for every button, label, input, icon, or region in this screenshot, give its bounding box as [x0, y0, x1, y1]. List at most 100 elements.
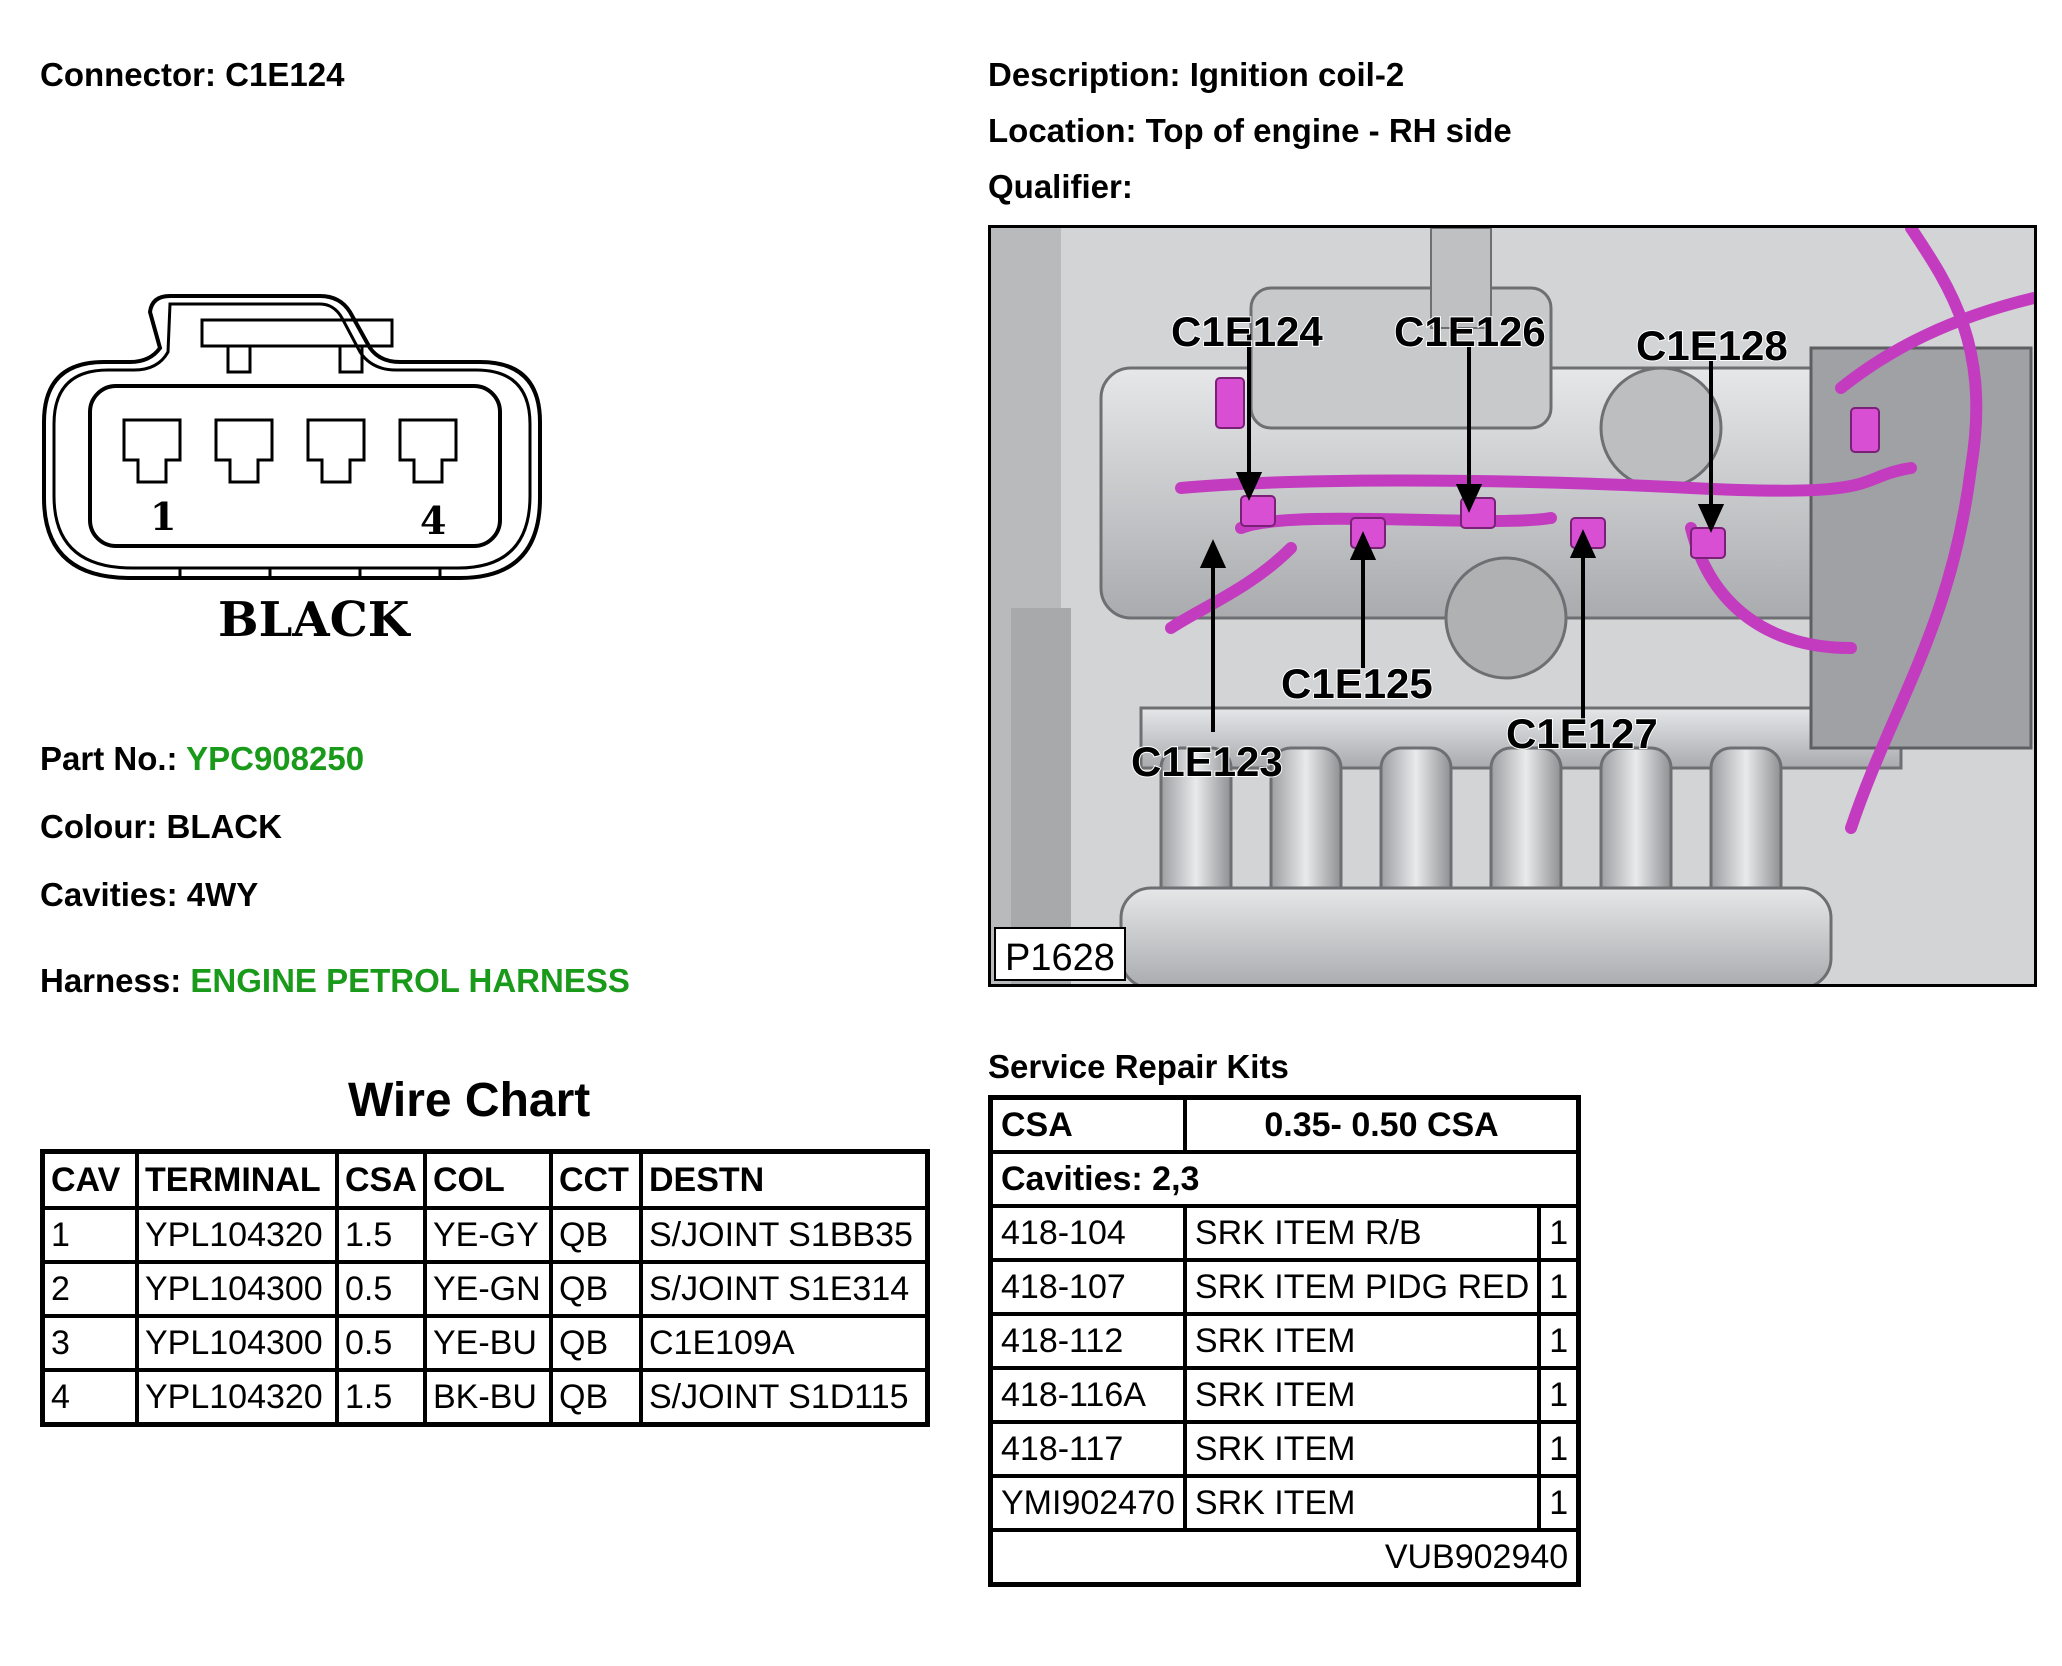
cell-cct: QB [549, 1314, 643, 1372]
pin-number-last: 4 [420, 498, 446, 543]
col-header-col: COL [423, 1149, 553, 1210]
srk-kit-code: VUB902940 [988, 1528, 1581, 1587]
srk-kit-description: SRK ITEM [1182, 1366, 1542, 1424]
qualifier-line: Qualifier: [988, 168, 1133, 206]
callout-c1e126: C1E126 [1394, 308, 1546, 355]
srk-kit-qty: 1 [1537, 1204, 1581, 1262]
srk-kit-number: 418-116A [988, 1366, 1187, 1424]
part-number-link[interactable]: YPC908250 [186, 740, 365, 777]
cell-destn: S/JOINT S1BB35 [639, 1206, 930, 1264]
table-row: 4 YPL104320 1.5 BK-BU QB S/JOINT S1D115 [40, 1368, 930, 1427]
table-row: 418-117 SRK ITEM 1 [988, 1420, 1581, 1478]
pin-number-first: 1 [150, 494, 176, 539]
srk-kit-number: 418-104 [988, 1204, 1187, 1262]
cavities-line: Cavities: 4WY [40, 876, 258, 914]
connector-colour-label: BLACK [218, 592, 412, 648]
cell-csa: 0.5 [335, 1314, 427, 1372]
wire-chart-header-row: CAV TERMINAL CSA COL CCT DESTN [40, 1149, 930, 1210]
srk-kit-number: 418-107 [988, 1258, 1187, 1316]
figure-id: P1628 [1005, 937, 1115, 979]
harness-label: Harness: [40, 962, 182, 999]
colour-label: Colour: [40, 808, 158, 845]
cell-col: YE-GY [423, 1206, 553, 1264]
cell-destn: S/JOINT S1D115 [639, 1368, 930, 1427]
cell-terminal: YPL104320 [135, 1368, 339, 1427]
connector-label: Connector: [40, 56, 216, 93]
cell-cav: 4 [40, 1368, 139, 1427]
callout-c1e128: C1E128 [1636, 322, 1788, 369]
engine-location-image: C1E124 C1E126 C1E128 C1E125 C1E127 C1E12… [988, 225, 2037, 987]
callout-c1e127: C1E127 [1506, 710, 1658, 757]
description-value: Ignition coil-2 [1189, 56, 1405, 93]
service-kits-title: Service Repair Kits [988, 1048, 1289, 1085]
harness-line: Harness: ENGINE PETROL HARNESS [40, 962, 630, 1000]
cavities-value: 4WY [186, 876, 259, 913]
cell-csa: 0.5 [335, 1260, 427, 1318]
cell-cav: 3 [40, 1314, 139, 1372]
service-kits-table: CSA 0.35- 0.50 CSA Cavities: 2,3 418-104… [988, 1095, 1582, 1587]
col-header-terminal: TERMINAL [135, 1149, 339, 1210]
cavities-label: Cavities: [40, 876, 178, 913]
colour-value: BLACK [166, 808, 282, 845]
location-line: Location: Top of engine - RH side [988, 112, 1512, 150]
part-number-line: Part No.: YPC908250 [40, 740, 364, 778]
srk-kit-number: YMI902470 [988, 1474, 1187, 1532]
cell-col: YE-GN [423, 1260, 553, 1318]
connector-face-diagram: 1 4 BLACK [42, 294, 542, 648]
srk-cavities: Cavities: 2,3 [988, 1150, 1581, 1208]
col-header-destn: DESTN [639, 1149, 930, 1210]
cavity-pins [122, 418, 458, 484]
table-row: YMI902470 SRK ITEM 1 [988, 1474, 1581, 1532]
srk-kit-qty: 1 [1537, 1258, 1581, 1316]
srk-kit-qty: 1 [1537, 1312, 1581, 1370]
srk-csa-label: CSA [988, 1095, 1187, 1154]
srk-csa-value: 0.35- 0.50 CSA [1182, 1095, 1581, 1154]
cell-csa: 1.5 [335, 1206, 427, 1264]
qualifier-label: Qualifier: [988, 168, 1133, 205]
srk-kit-description: SRK ITEM R/B [1182, 1204, 1542, 1262]
col-header-csa: CSA [335, 1149, 427, 1210]
wire-chart-title: Wire Chart [348, 1074, 591, 1127]
srk-csa-row: CSA 0.35- 0.50 CSA [988, 1095, 1581, 1154]
connector-heading: Connector: C1E124 [40, 56, 344, 94]
col-header-cct: CCT [549, 1149, 643, 1210]
cell-cct: QB [549, 1260, 643, 1318]
connector-id: C1E124 [225, 56, 345, 93]
cell-destn: S/JOINT S1E314 [639, 1260, 930, 1318]
cell-destn: C1E109A [639, 1314, 930, 1372]
cell-terminal: YPL104320 [135, 1206, 339, 1264]
table-row: 418-116A SRK ITEM 1 [988, 1366, 1581, 1424]
cell-col: BK-BU [423, 1368, 553, 1427]
cell-csa: 1.5 [335, 1368, 427, 1427]
cell-cav: 1 [40, 1206, 139, 1264]
harness-link[interactable]: ENGINE PETROL HARNESS [190, 962, 630, 999]
srk-kit-qty: 1 [1537, 1474, 1581, 1532]
location-value: Top of engine - RH side [1145, 112, 1512, 149]
srk-kit-description: SRK ITEM [1182, 1420, 1542, 1478]
table-row: 418-104 SRK ITEM R/B 1 [988, 1204, 1581, 1262]
colour-line: Colour: BLACK [40, 808, 282, 846]
srk-footer-row: VUB902940 [988, 1528, 1581, 1587]
cell-terminal: YPL104300 [135, 1260, 339, 1318]
srk-cavities-row: Cavities: 2,3 [988, 1150, 1581, 1208]
description-line: Description: Ignition coil-2 [988, 56, 1404, 94]
srk-kit-qty: 1 [1537, 1420, 1581, 1478]
srk-kit-number: 418-112 [988, 1312, 1187, 1370]
callout-c1e123: C1E123 [1131, 738, 1283, 785]
srk-kit-qty: 1 [1537, 1366, 1581, 1424]
srk-kit-description: SRK ITEM [1182, 1474, 1542, 1532]
cell-terminal: YPL104300 [135, 1314, 339, 1372]
table-row: 418-112 SRK ITEM 1 [988, 1312, 1581, 1370]
engine-illustration: C1E124 C1E126 C1E128 C1E125 C1E127 C1E12… [991, 228, 2034, 984]
table-row: 1 YPL104320 1.5 YE-GY QB S/JOINT S1BB35 [40, 1206, 930, 1264]
srk-kit-description: SRK ITEM PIDG RED [1182, 1258, 1542, 1316]
table-row: 2 YPL104300 0.5 YE-GN QB S/JOINT S1E314 [40, 1260, 930, 1318]
wire-chart-table: CAV TERMINAL CSA COL CCT DESTN 1 YPL1043… [40, 1149, 930, 1427]
cell-cav: 2 [40, 1260, 139, 1318]
location-label: Location: [988, 112, 1137, 149]
callout-c1e125: C1E125 [1281, 660, 1433, 707]
srk-kit-number: 418-117 [988, 1420, 1187, 1478]
cell-cct: QB [549, 1206, 643, 1264]
table-row: 3 YPL104300 0.5 YE-BU QB C1E109A [40, 1314, 930, 1372]
callout-c1e124: C1E124 [1171, 308, 1323, 355]
